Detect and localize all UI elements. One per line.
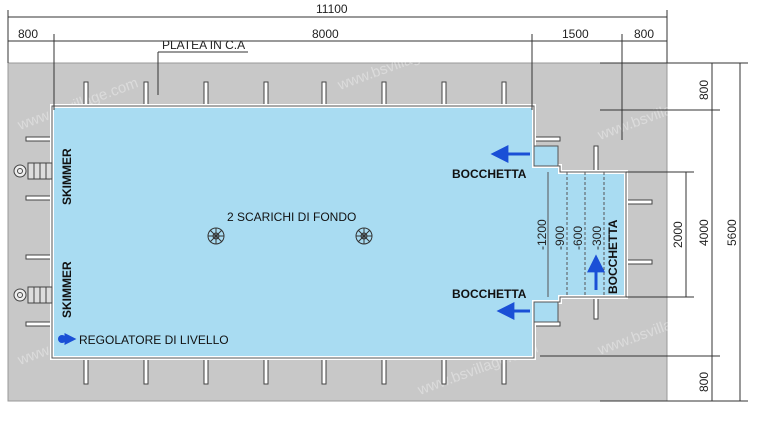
step-niche-bottom [533,301,559,323]
dim-pool-width: 4000 [697,219,711,246]
dim-step-zone: 1500 [562,27,589,41]
top-dimensions [7,10,668,140]
level-regulator-icon [58,333,77,345]
dim-left-margin: 800 [18,27,38,41]
drain-icon [355,227,373,245]
step-lines [547,172,605,297]
dim-total-width: 11100 [316,2,348,16]
slab-label: PLATEA IN C.A [162,38,245,52]
step-depth-label: -900 [553,226,567,250]
step-depth-label: -300 [590,226,604,250]
inlet-right-label: BOCCHETTA [606,219,620,294]
drains-label: 2 SCARICHI DI FONDO [227,210,356,224]
watermark-text: www.bsvillage.com [200,0,326,29]
dim-step-width: 2000 [671,221,685,248]
step-depth-label: -600 [571,226,585,250]
skimmer-bottom-icon [13,286,53,304]
dim-top-margin: 800 [697,80,711,100]
skimmer-top-icon [13,162,53,180]
step-niche-top [533,145,559,167]
right-dimensions [540,62,748,402]
step-depth-label: -1200 [535,219,549,250]
level-regulator-label: REGOLATORE DI LIVELLO [79,333,229,347]
inlet-bottom-label: BOCCHETTA [452,287,527,301]
drain-icon [207,227,225,245]
inlet-top-label: BOCCHETTA [452,167,527,181]
dim-bottom-margin: 800 [697,372,711,392]
dim-total-height: 5600 [725,219,739,246]
dim-pool-length: 8000 [312,27,339,41]
dim-right-margin: 800 [634,27,654,41]
skimmer-top-label: SKIMMER [60,148,74,205]
skimmer-bottom-label: SKIMMER [60,261,74,318]
